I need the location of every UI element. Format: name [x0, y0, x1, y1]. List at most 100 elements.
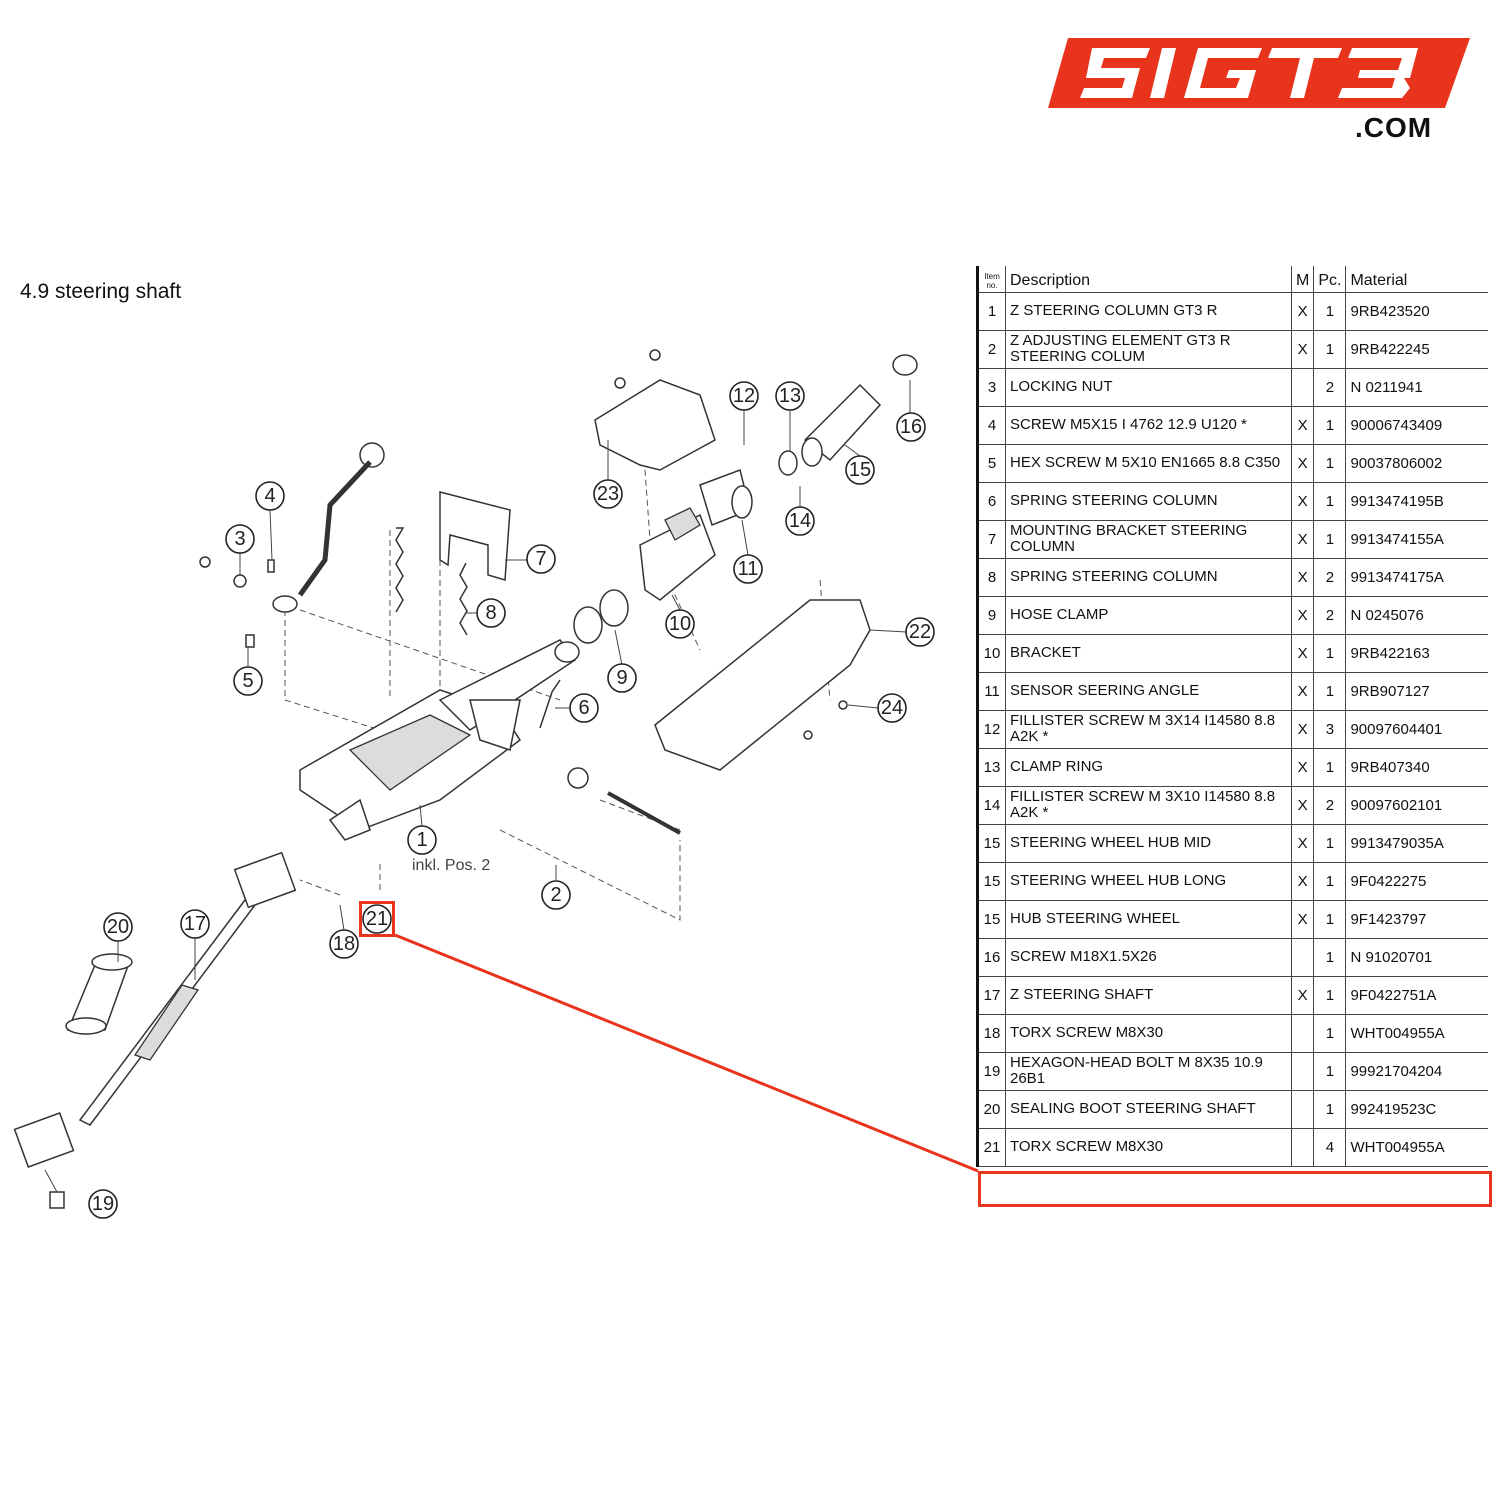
exploded-parts-diagram: 1 inkl. Pos. 2 2 3 4 5 6 7 8 9 10 11 12 … — [13, 349, 935, 1219]
callout-11: 11 — [733, 554, 763, 584]
cell-item-no: 19 — [977, 1052, 1006, 1091]
cell-description: Z ADJUSTING ELEMENT GT3 R STEERING COLUM — [1005, 330, 1292, 369]
callout-12: 12 — [729, 381, 759, 411]
part-mounting-bracket — [439, 491, 511, 581]
callout-note: inkl. Pos. 2 — [412, 857, 490, 874]
cell-pc: 1 — [1313, 672, 1346, 711]
part-hose-clamps — [573, 589, 629, 644]
cell-item-no: 3 — [977, 368, 1006, 407]
cell-m — [1290, 1014, 1314, 1053]
cell-m: X — [1290, 862, 1314, 901]
cell-description: TORX SCREW M8X30 — [1005, 1014, 1292, 1053]
svg-text:1: 1 — [416, 829, 427, 851]
cell-m: X — [1290, 482, 1314, 521]
cell-description: SCREW M18X1.5X26 — [1005, 938, 1292, 977]
cell-description: Z STEERING COLUMN GT3 R — [1005, 292, 1292, 331]
cell-pc: 1 — [1313, 748, 1346, 787]
svg-text:15: 15 — [849, 459, 871, 481]
cell-m — [1290, 368, 1314, 407]
cell-pc: 1 — [1313, 900, 1346, 939]
cell-item-no: 20 — [977, 1090, 1006, 1129]
callout-16: 16 — [896, 412, 926, 442]
cell-description: LOCKING NUT — [1005, 368, 1292, 407]
cell-pc: 1 — [1313, 482, 1346, 521]
cell-description: SEALING BOOT STEERING SHAFT — [1005, 1090, 1292, 1129]
callout-9: 9 — [607, 663, 637, 693]
cell-material: WHT004955A — [1345, 1128, 1488, 1167]
callout-13: 13 — [775, 381, 805, 411]
callout-6: 6 — [569, 693, 599, 723]
cell-material: 9913474175A — [1345, 558, 1488, 597]
callout-20: 20 — [103, 912, 133, 942]
cell-description: HOSE CLAMP — [1005, 596, 1292, 635]
cell-item-no: 5 — [977, 444, 1006, 483]
cell-pc: 1 — [1313, 330, 1346, 369]
part-adjust-lever — [272, 442, 385, 613]
header-m: M — [1290, 266, 1314, 293]
cell-m: X — [1290, 900, 1314, 939]
callout-21: 21 — [362, 904, 392, 934]
header-pc: Pc. — [1313, 266, 1346, 293]
cell-m: X — [1290, 824, 1314, 863]
cell-item-no: 10 — [977, 634, 1006, 673]
cell-pc: 2 — [1313, 558, 1346, 597]
part-bracket — [639, 507, 716, 601]
brand-logo — [1048, 38, 1470, 108]
part-hub-assembly — [778, 354, 918, 476]
part-cover — [594, 349, 716, 471]
cell-material: 9F1423797 — [1345, 900, 1488, 939]
cell-description: FILLISTER SCREW M 3X14 I14580 8.8 A2K * — [1005, 710, 1292, 749]
cell-m: X — [1290, 672, 1314, 711]
cell-material: WHT004955A — [1345, 1014, 1488, 1053]
cell-item-no: 15 — [977, 824, 1006, 863]
diagram-highlight-box — [359, 901, 395, 937]
cell-description: BRACKET — [1005, 634, 1292, 673]
cell-material: 9F0422751A — [1345, 976, 1488, 1015]
cell-material: 9RB423520 — [1345, 292, 1488, 331]
cell-description: SPRING STEERING COLUMN — [1005, 482, 1292, 521]
header-item-no: Item no. — [977, 266, 1006, 293]
cell-item-no: 2 — [977, 330, 1006, 369]
cell-pc: 2 — [1313, 786, 1346, 825]
svg-text:8: 8 — [485, 602, 496, 624]
cell-pc: 1 — [1313, 292, 1346, 331]
svg-text:10: 10 — [669, 613, 691, 635]
callout-18: 18 — [329, 929, 359, 959]
logo-lettering — [1080, 48, 1418, 98]
cell-description: HEXAGON-HEAD BOLT M 8X35 10.9 26B1 — [1005, 1052, 1292, 1091]
cell-m: X — [1290, 596, 1314, 635]
cell-material: 9RB407340 — [1345, 748, 1488, 787]
cell-item-no: 7 — [977, 520, 1006, 559]
cell-material: 90037806002 — [1345, 444, 1488, 483]
table-highlight-box — [978, 1171, 1492, 1207]
cell-item-no: 4 — [977, 406, 1006, 445]
cell-material: N 91020701 — [1345, 938, 1488, 977]
cell-material: 90097602101 — [1345, 786, 1488, 825]
cell-pc: 2 — [1313, 596, 1346, 635]
cell-pc: 1 — [1313, 1014, 1346, 1053]
cell-m: X — [1290, 976, 1314, 1015]
svg-text:20: 20 — [107, 916, 129, 938]
cell-item-no: 21 — [977, 1128, 1006, 1167]
cell-item-no: 14 — [977, 786, 1006, 825]
svg-text:14: 14 — [789, 510, 811, 532]
callout-24: 24 — [877, 693, 907, 723]
callout-3: 3 — [225, 524, 255, 554]
cell-m: X — [1290, 406, 1314, 445]
cell-m: X — [1290, 444, 1314, 483]
cell-m: X — [1290, 634, 1314, 673]
cell-item-no: 15 — [977, 900, 1006, 939]
callout-17: 17 — [180, 909, 210, 939]
cell-item-no: 1 — [977, 292, 1006, 331]
